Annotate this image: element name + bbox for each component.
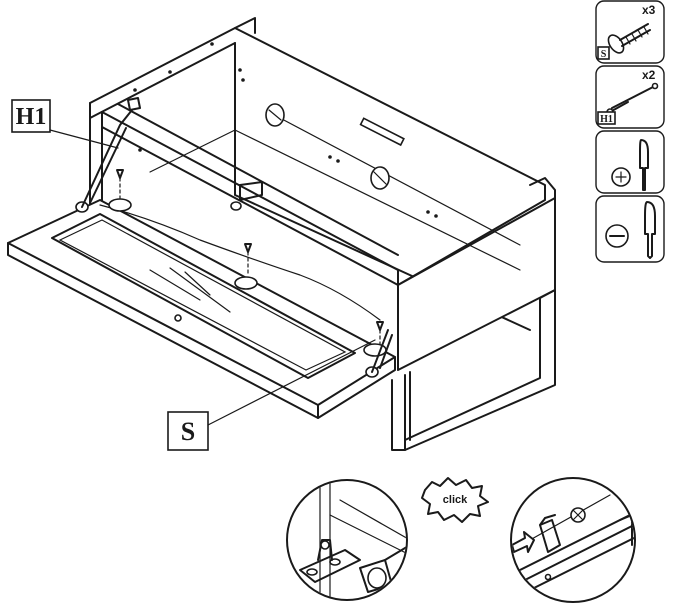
back-slot — [359, 117, 405, 147]
detail-view-hinge — [286, 479, 408, 601]
hinge-plate-center — [234, 276, 258, 290]
hinge-plate-left — [108, 198, 132, 212]
phillips-tool-box — [595, 130, 665, 194]
screw-icon — [244, 243, 252, 253]
hinge-arm-left — [81, 109, 133, 208]
screw-code: S — [601, 49, 607, 60]
detail-view-clip — [510, 477, 636, 603]
flap-door — [7, 97, 396, 419]
callout-s-label: S — [181, 417, 195, 446]
phillips-screwdriver-icon — [611, 139, 649, 191]
hinge-code: H1 — [600, 114, 613, 125]
parts-panel: x3 S x2 H1 — [595, 0, 665, 263]
cabinet-body — [89, 17, 556, 371]
screw-icon — [116, 169, 124, 179]
click-label: click — [443, 494, 468, 506]
metal-frame — [391, 289, 556, 451]
hinge-arm-right — [371, 329, 389, 373]
callout-s: S — [167, 339, 376, 451]
screw-icon — [376, 321, 384, 331]
hinge-qty: x2 — [642, 68, 656, 82]
callout-h1: H1 — [11, 99, 119, 149]
callout-h1-label: H1 — [16, 104, 47, 130]
screw-qty: x3 — [642, 3, 656, 17]
click-burst: click — [421, 477, 489, 523]
arrow-icon — [512, 531, 535, 553]
flat-screwdriver-icon — [605, 201, 656, 259]
screw-icon — [607, 23, 651, 54]
glass-panel — [51, 213, 356, 379]
